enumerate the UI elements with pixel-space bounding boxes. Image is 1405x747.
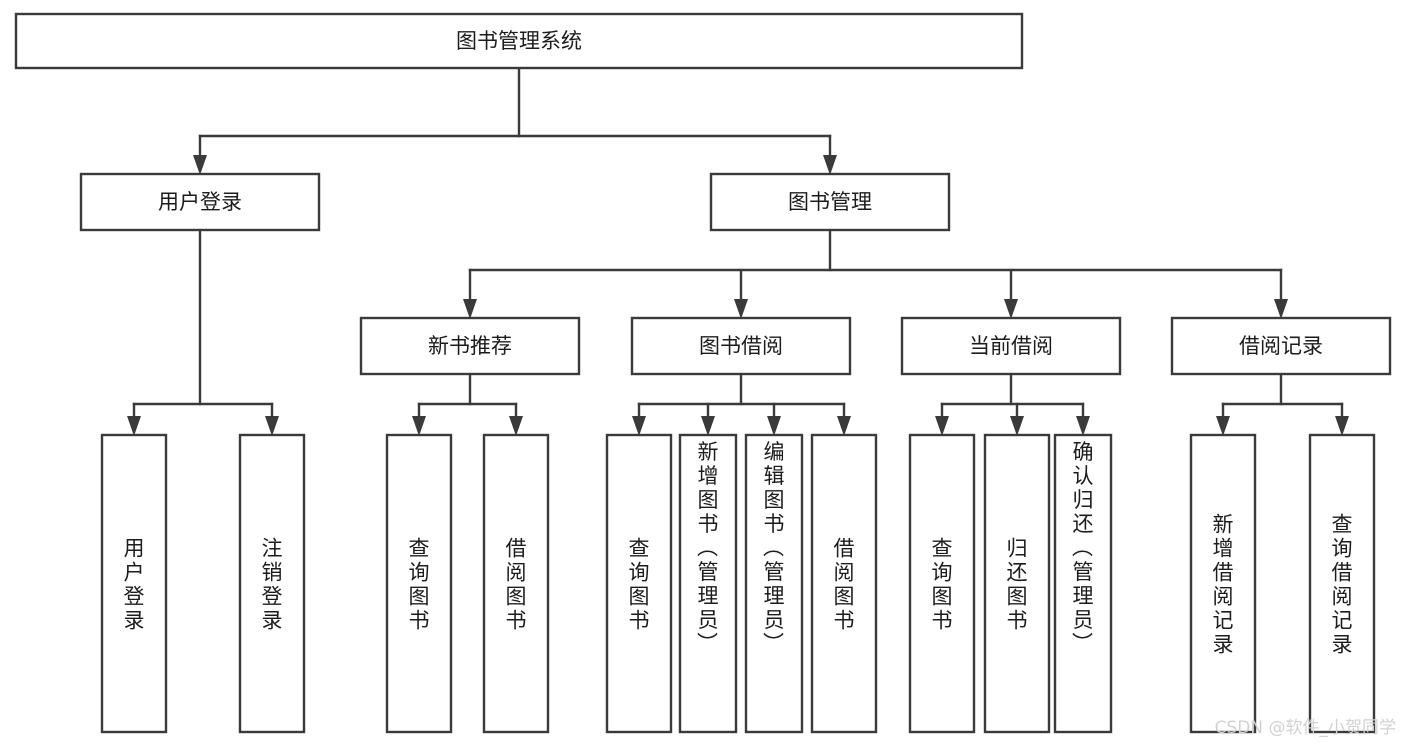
node-user-login[interactable]: 用户登录 xyxy=(79,172,321,232)
node-new-book-recommend[interactable]: 新书推荐 xyxy=(359,316,581,376)
edge-root-to-level1 xyxy=(193,66,837,175)
node-box-leaf-borrow-book-rec xyxy=(482,433,550,734)
arrow-head-icon xyxy=(837,416,851,436)
arrow-head-icon xyxy=(127,416,141,436)
node-box-new-book-recommend xyxy=(359,316,581,376)
arrow-head-icon xyxy=(193,155,207,175)
edge-bookmanage-to-level2 xyxy=(463,228,1288,319)
node-leaf-query-record[interactable]: 查询借阅记录 xyxy=(1308,433,1376,734)
node-box-leaf-confirm-return xyxy=(1053,433,1113,734)
node-layer: 图书管理系统用户登录图书管理新书推荐图书借阅当前借阅借阅记录用户登录注销登录查询… xyxy=(14,12,1392,734)
node-box-leaf-user-logout xyxy=(238,433,306,734)
edge-record-to-leaves xyxy=(1216,372,1349,436)
connector-layer xyxy=(127,66,1349,436)
node-box-leaf-query-record xyxy=(1308,433,1376,734)
node-box-book-borrow xyxy=(630,316,852,376)
node-box-leaf-return-book xyxy=(983,433,1051,734)
node-label-book-borrow: 图书借阅 xyxy=(699,334,783,358)
node-box-leaf-add-record xyxy=(1189,433,1257,734)
node-label-leaf-confirm-return: 确认归还（管理员） xyxy=(1072,440,1094,656)
node-box-leaf-borrow-book xyxy=(810,433,878,734)
node-leaf-edit-book[interactable]: 编辑图书（管理员） xyxy=(744,433,804,734)
node-box-leaf-add-book xyxy=(678,433,738,734)
node-leaf-borrow-book[interactable]: 借阅图书 xyxy=(810,433,878,734)
node-leaf-confirm-return[interactable]: 确认归还（管理员） xyxy=(1053,433,1113,734)
node-label-leaf-query-book-rec: 查询图书 xyxy=(409,537,430,633)
node-book-manage[interactable]: 图书管理 xyxy=(709,172,951,232)
csdn-watermark: CSDN @软件_小贺同学 xyxy=(1215,718,1396,738)
arrow-head-icon xyxy=(463,299,477,319)
arrow-head-icon xyxy=(1010,416,1024,436)
node-label-current-borrow: 当前借阅 xyxy=(969,334,1053,358)
node-label-leaf-query-book-current: 查询图书 xyxy=(932,537,953,633)
node-label-borrow-record: 借阅记录 xyxy=(1239,334,1323,358)
arrow-head-icon xyxy=(265,416,279,436)
arrow-head-icon xyxy=(509,416,523,436)
node-label-leaf-borrow-book: 借阅图书 xyxy=(834,537,855,633)
node-label-leaf-edit-book: 编辑图书（管理员） xyxy=(763,440,785,656)
node-label-root: 图书管理系统 xyxy=(456,29,582,53)
node-root[interactable]: 图书管理系统 xyxy=(14,12,1024,70)
node-box-root xyxy=(14,12,1024,70)
arrow-head-icon xyxy=(823,155,837,175)
node-leaf-query-book-rec[interactable]: 查询图书 xyxy=(385,433,453,734)
node-box-leaf-edit-book xyxy=(744,433,804,734)
node-label-leaf-user-login: 用户登录 xyxy=(124,537,145,633)
node-label-leaf-user-logout: 注销登录 xyxy=(262,537,283,633)
node-label-leaf-query-book-borrow: 查询图书 xyxy=(629,537,650,633)
node-label-user-login: 用户登录 xyxy=(158,190,242,214)
arrow-head-icon xyxy=(734,299,748,319)
arrow-head-icon xyxy=(632,416,646,436)
edge-borrow-to-leaves xyxy=(632,372,851,436)
arrow-head-icon xyxy=(767,416,781,436)
node-label-book-manage: 图书管理 xyxy=(788,190,872,214)
edge-userlogin-to-leaves xyxy=(127,228,279,436)
arrow-head-icon xyxy=(935,416,949,436)
node-box-leaf-query-book-borrow xyxy=(605,433,673,734)
node-label-leaf-borrow-book-rec: 借阅图书 xyxy=(506,537,527,633)
arrow-head-icon xyxy=(1076,416,1090,436)
arrow-head-icon xyxy=(412,416,426,436)
node-box-leaf-query-book-current xyxy=(908,433,976,734)
node-label-leaf-return-book: 归还图书 xyxy=(1007,537,1028,633)
arrow-head-icon xyxy=(1216,416,1230,436)
edge-recommend-to-leaves xyxy=(412,372,523,436)
node-box-leaf-user-login xyxy=(100,433,168,734)
node-current-borrow[interactable]: 当前借阅 xyxy=(900,316,1122,376)
node-leaf-user-login[interactable]: 用户登录 xyxy=(100,433,168,734)
node-box-book-manage xyxy=(709,172,951,232)
node-leaf-add-record[interactable]: 新增借阅记录 xyxy=(1189,433,1257,734)
node-box-borrow-record xyxy=(1170,316,1392,376)
node-leaf-borrow-book-rec[interactable]: 借阅图书 xyxy=(482,433,550,734)
node-label-leaf-query-record: 查询借阅记录 xyxy=(1332,513,1353,657)
node-leaf-return-book[interactable]: 归还图书 xyxy=(983,433,1051,734)
node-label-new-book-recommend: 新书推荐 xyxy=(428,334,512,358)
node-borrow-record[interactable]: 借阅记录 xyxy=(1170,316,1392,376)
node-box-leaf-query-book-rec xyxy=(385,433,453,734)
node-leaf-query-book-borrow[interactable]: 查询图书 xyxy=(605,433,673,734)
node-leaf-query-book-current[interactable]: 查询图书 xyxy=(908,433,976,734)
node-label-leaf-add-record: 新增借阅记录 xyxy=(1213,513,1234,657)
node-leaf-user-logout[interactable]: 注销登录 xyxy=(238,433,306,734)
node-label-leaf-add-book: 新增图书（管理员） xyxy=(697,440,719,656)
node-book-borrow[interactable]: 图书借阅 xyxy=(630,316,852,376)
node-leaf-add-book[interactable]: 新增图书（管理员） xyxy=(678,433,738,734)
node-box-user-login xyxy=(79,172,321,232)
arrow-head-icon xyxy=(1335,416,1349,436)
node-box-current-borrow xyxy=(900,316,1122,376)
edge-current-to-leaves xyxy=(935,372,1090,436)
arrow-head-icon xyxy=(1274,299,1288,319)
arrow-head-icon xyxy=(701,416,715,436)
arrow-head-icon xyxy=(1004,299,1018,319)
